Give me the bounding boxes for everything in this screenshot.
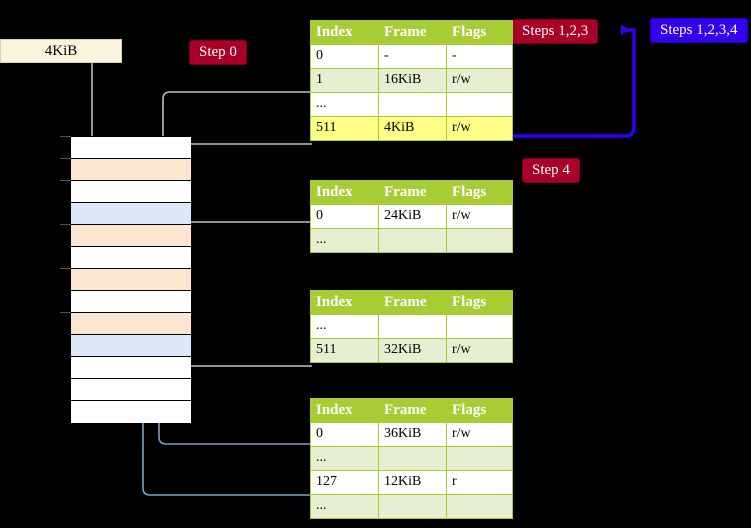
table-row: ... [310, 314, 513, 339]
column-header-flags: Flags [446, 20, 513, 45]
column-header-frame: Frame [378, 398, 447, 423]
memory-tick-mark [60, 312, 71, 313]
memory-frame-row [71, 137, 191, 159]
table-cell: ... [310, 228, 379, 253]
memory-frame-row [71, 291, 191, 313]
column-header-index: Index [310, 180, 379, 205]
badge-step-4: Step 4 [522, 158, 580, 183]
table-cell: 511 [310, 338, 379, 363]
column-header-flags: Flags [446, 180, 513, 205]
table-cell: ... [310, 314, 379, 339]
memory-frame-row [71, 313, 191, 335]
column-header-index: Index [310, 290, 379, 315]
wire-t3r511-to-memory [179, 312, 312, 367]
column-header-frame: Frame [378, 20, 447, 45]
table-cell: r/w [446, 338, 513, 363]
table-row: 0-- [310, 44, 513, 69]
memory-size-label: 4KiB [0, 39, 122, 63]
table-cell: 36KiB [378, 422, 447, 447]
table-cell [378, 446, 447, 471]
table-cell: 16KiB [378, 68, 447, 93]
memory-frame-row [71, 225, 191, 247]
memory-frame-row [71, 379, 191, 401]
table-cell: 127 [310, 470, 379, 495]
table-cell: r/w [446, 68, 513, 93]
table-cell: r/w [446, 422, 513, 447]
table-cell: 4KiB [378, 116, 447, 141]
memory-frame-row [71, 269, 191, 291]
table-cell: 0 [310, 44, 379, 69]
table-cell [446, 446, 513, 471]
column-header-index: Index [310, 20, 379, 45]
memory-frame-row [71, 247, 191, 269]
table-cell [378, 314, 447, 339]
memory-tick-mark [60, 268, 71, 269]
table-row: ... [310, 494, 513, 519]
wire-t2r0-to-memory [176, 221, 312, 258]
table-cell [378, 92, 447, 117]
table-cell: 24KiB [378, 204, 447, 229]
table-cell: 32KiB [378, 338, 447, 363]
table-row: ... [310, 92, 513, 117]
physical-memory-column [70, 136, 191, 423]
table-cell [378, 494, 447, 519]
table-cell: ... [310, 92, 379, 117]
table-cell: 0 [310, 422, 379, 447]
table-cell: - [378, 44, 447, 69]
memory-frame-row [71, 181, 191, 203]
column-header-frame: Frame [378, 290, 447, 315]
table-cell [446, 92, 513, 117]
table-row: ... [310, 446, 513, 471]
memory-frame-row [71, 203, 191, 225]
table-cell: r [446, 470, 513, 495]
table-cell [446, 494, 513, 519]
column-header-index: Index [310, 398, 379, 423]
memory-tick-mark [60, 136, 71, 137]
table-row: ... [310, 228, 513, 253]
table-cell: ... [310, 446, 379, 471]
column-header-flags: Flags [446, 290, 513, 315]
column-header-flags: Flags [446, 398, 513, 423]
memory-tick-mark [60, 180, 71, 181]
table-cell: 12KiB [378, 470, 447, 495]
table-cell [378, 228, 447, 253]
column-header-frame: Frame [378, 180, 447, 205]
table-cell: ... [310, 494, 379, 519]
table-cell: r/w [446, 204, 513, 229]
table-cell: 0 [310, 204, 379, 229]
badge-steps-123: Steps 1,2,3 [512, 19, 599, 44]
table-cell: 511 [310, 116, 379, 141]
memory-frame-row [71, 159, 191, 181]
badge-step-0: Step 0 [189, 40, 247, 65]
memory-frame-row [71, 357, 191, 379]
badge-steps-1234: Steps 1,2,3,4 [650, 18, 748, 43]
table-cell [446, 314, 513, 339]
wire-t1r511-to-memory [175, 143, 312, 160]
memory-tick-mark [60, 158, 71, 159]
table-cell [446, 228, 513, 253]
table-cell: r/w [446, 116, 513, 141]
memory-tick-mark [60, 224, 71, 225]
table-cell: 1 [310, 68, 379, 93]
memory-frame-row [71, 401, 191, 423]
memory-frame-row [71, 335, 191, 357]
table-cell: - [446, 44, 513, 69]
